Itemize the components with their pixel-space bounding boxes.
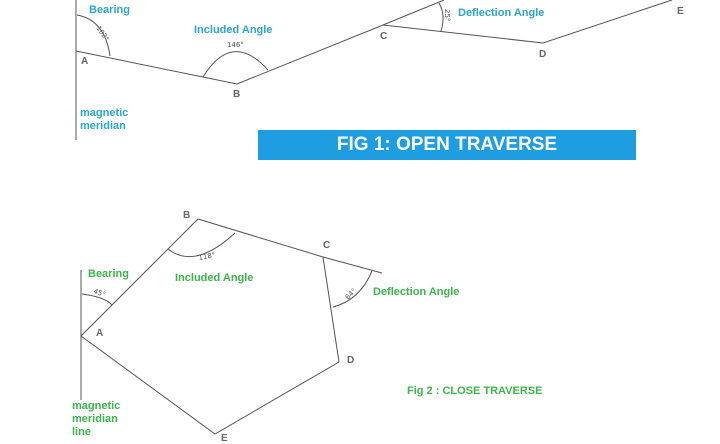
fig1-point-c: C xyxy=(380,31,388,42)
fig1-included-label: Included Angle xyxy=(194,24,273,36)
fig2-included-angle: 118° xyxy=(198,251,216,262)
fig2-deflection-angle: 64° xyxy=(344,287,358,301)
fig2-bearing-label: Bearing xyxy=(88,268,129,280)
fig2-included-arc xyxy=(167,232,236,258)
fig2-title: Fig 2 : CLOSE TRAVERSE xyxy=(407,385,543,397)
fig1-deflection-angle: 25° xyxy=(443,9,451,21)
fig2-point-a: A xyxy=(96,328,104,339)
fig2-bearing-angle: 45° xyxy=(92,287,106,299)
fig1-point-e: E xyxy=(677,6,684,17)
fig2-included-label: Included Angle xyxy=(175,272,254,284)
fig2-point-c: C xyxy=(323,240,331,251)
fig1-point-b: B xyxy=(233,89,241,100)
fig1-bearing-arc xyxy=(76,14,111,57)
fig1-title-banner: FIG 1: OPEN TRAVERSE xyxy=(258,130,636,160)
fig1-included-angle: 146° xyxy=(227,41,244,49)
fig1-deflection-label: Deflection Angle xyxy=(458,7,545,19)
fig2-point-b: B xyxy=(183,210,191,221)
fig2-deflection-extension xyxy=(322,256,383,274)
fig2-traverse-polygon xyxy=(80,218,340,435)
fig2-point-e: E xyxy=(221,433,228,444)
fig1-bearing-label: Bearing xyxy=(89,4,130,16)
fig1-point-d: D xyxy=(539,49,547,60)
fig2-point-d: D xyxy=(347,355,355,366)
fig1-traverse-line xyxy=(75,0,673,85)
fig2-deflection-arc xyxy=(332,270,373,308)
fig2-deflection-label: Deflection Angle xyxy=(373,286,460,298)
fig2-bearing-arc xyxy=(81,293,113,306)
fig1-included-arc xyxy=(202,51,269,78)
fig1-bearing-angle: 102° xyxy=(94,25,110,43)
fig1-deflection-arc xyxy=(438,2,444,32)
fig1-point-a: A xyxy=(81,56,89,67)
fig1-deflection-extension xyxy=(382,0,445,26)
